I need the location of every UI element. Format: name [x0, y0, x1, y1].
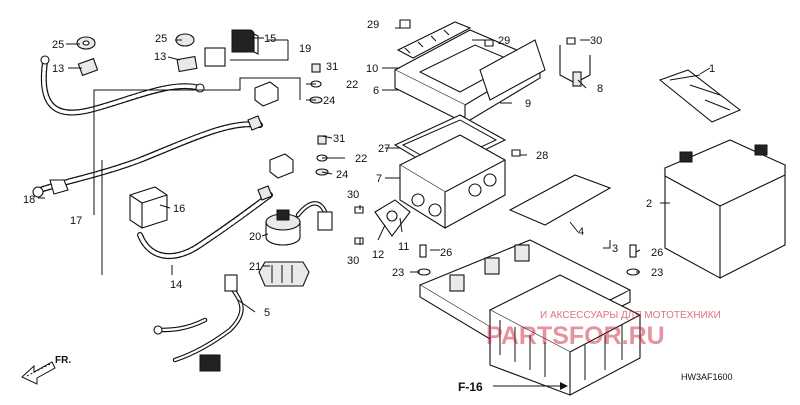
callout-7: 7 [376, 173, 382, 185]
terminal-cap-15 [231, 29, 259, 55]
connector-boots [49, 81, 294, 201]
callout-17: 17 [70, 215, 82, 227]
watermark-tagline: И АКСЕССУАРЫ ДЛЯ МОТОТЕХНИКИ [540, 310, 721, 321]
callout-18: 18 [23, 194, 35, 206]
battery-case-lower [488, 274, 642, 396]
callout-2: 2 [646, 198, 652, 210]
callout-26a: 26 [440, 247, 452, 259]
front-direction-label: FR. [55, 355, 71, 366]
callout-12: 12 [372, 249, 384, 261]
screws-bolts-center [354, 19, 640, 276]
callout-9: 9 [525, 98, 531, 110]
callout-5: 5 [264, 307, 270, 319]
callout-29a: 29 [367, 19, 379, 31]
callout-28: 28 [536, 150, 548, 162]
reference-arrow-icon [560, 382, 568, 390]
callout-27: 27 [378, 143, 390, 155]
relay-boot-21 [258, 261, 310, 287]
callout-30a: 30 [590, 35, 602, 47]
callout-3: 3 [612, 243, 618, 255]
callout-22b: 22 [355, 153, 367, 165]
bracket-8 [559, 45, 591, 87]
callout-6: 6 [373, 85, 379, 97]
callout-20: 20 [249, 231, 261, 243]
starter-relay-16 [129, 186, 168, 229]
callout-31b: 31 [333, 133, 345, 145]
sub-harness-5 [153, 274, 244, 372]
callout-21: 21 [249, 261, 261, 273]
clip-parts [76, 33, 226, 77]
callout-24b: 24 [336, 169, 348, 181]
callout-10: 10 [366, 63, 378, 75]
battery-2 [663, 139, 787, 279]
callout-13b: 13 [154, 51, 166, 63]
diagram-code: HW3AF1600 [681, 372, 733, 382]
mounting-plate-10 [396, 21, 472, 59]
callout-1: 1 [709, 63, 715, 75]
callout-8: 8 [597, 83, 603, 95]
cross-reference-label: F-16 [458, 380, 483, 394]
callout-4: 4 [578, 226, 584, 238]
bracket-9 [479, 39, 546, 101]
callout-11: 11 [398, 241, 409, 253]
callout-16: 16 [173, 203, 185, 215]
battery-box-7 [398, 134, 507, 229]
callout-30b: 30 [347, 189, 359, 201]
starter-relay-20 [265, 201, 333, 246]
leader-lines [38, 27, 711, 313]
callout-25b: 25 [155, 33, 167, 45]
front-arrow-icon [21, 361, 56, 385]
callout-31a: 31 [326, 61, 338, 73]
front-direction-indicator: FR. [21, 355, 71, 385]
watermark: И АКСЕССУАРЫ ДЛЯ МОТОТЕХНИКИ PARTSFOR.RU [486, 310, 721, 350]
callout-23a: 23 [392, 267, 404, 279]
callout-30c: 30 [347, 255, 359, 267]
callout-23b: 23 [651, 267, 663, 279]
callout-29b: 29 [498, 35, 510, 47]
callout-22a: 22 [346, 79, 358, 91]
callout-26b: 26 [651, 247, 663, 259]
callout-19: 19 [299, 43, 311, 55]
callout-numbers: 1 2 3 4 5 6 7 8 9 10 11 12 13 13 14 15 1… [23, 19, 715, 319]
callout-14: 14 [170, 279, 182, 291]
battery-band-1 [658, 69, 742, 123]
pad-4 [508, 174, 612, 226]
battery-cable-group [32, 55, 273, 260]
holder-12 [374, 199, 411, 237]
callout-15: 15 [264, 33, 276, 45]
callout-13a: 13 [52, 63, 64, 75]
watermark-brand: PARTSFOR.RU [486, 322, 665, 350]
callout-24a: 24 [323, 95, 335, 107]
callout-25a: 25 [52, 39, 64, 51]
